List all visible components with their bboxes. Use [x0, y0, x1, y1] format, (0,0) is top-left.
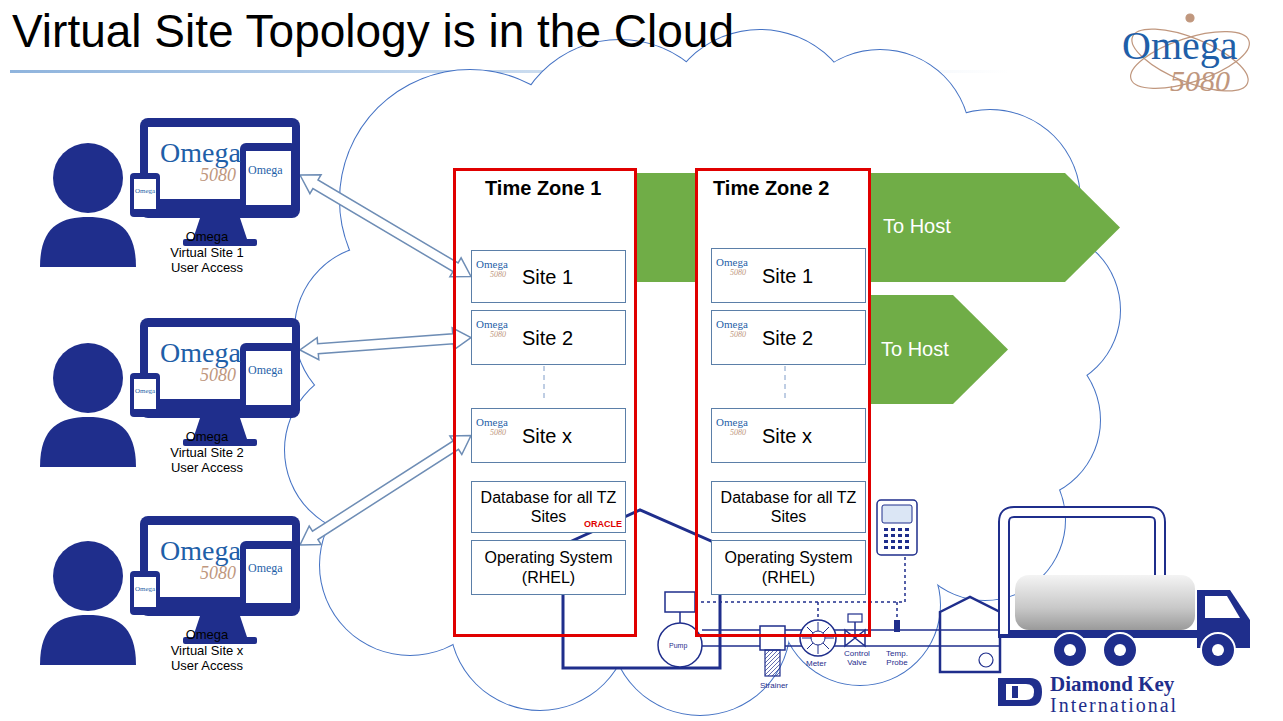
- access-arrow: [300, 328, 471, 360]
- service-text: Database for all TZ Sites: [718, 488, 859, 526]
- service-text: Operating System (RHEL): [718, 548, 859, 586]
- tablet-logo: Omega: [248, 561, 283, 576]
- time-zone-title: Time Zone 1: [485, 177, 601, 200]
- site-box: Site x Omega5080: [471, 408, 626, 463]
- arrow-text: To Host: [883, 215, 951, 238]
- site-logo: Omega: [476, 318, 508, 330]
- site-logo: Omega: [716, 256, 748, 268]
- screen-logo: Omega: [160, 535, 241, 567]
- site-box: Site x Omega5080: [711, 408, 866, 463]
- part-name: Pump: [669, 642, 687, 649]
- user-access-group: Omega Virtual Site x User AccessOmega508…: [35, 513, 300, 681]
- service-box: Operating System (RHEL): [711, 540, 866, 595]
- site-name: Site x: [522, 424, 572, 448]
- time-zone-box: Time Zone 2Site 1Omega5080Site 2Omega508…: [695, 168, 871, 637]
- site-box: Site 2 Omega5080: [471, 310, 626, 365]
- service-box: Database for all TZ Sites: [711, 481, 866, 533]
- site-logo-number: 5080: [490, 330, 506, 339]
- user-caption: Omega Virtual Site 1 User Access: [167, 229, 247, 276]
- site-name: Site 1: [762, 264, 813, 288]
- site-logo-number: 5080: [490, 270, 506, 279]
- site-logo-number: 5080: [490, 428, 506, 437]
- tablet-logo: Omega: [248, 363, 283, 378]
- page-title: Virtual Site Topology is in the Cloud: [12, 8, 734, 54]
- phone-logo: Omega: [135, 187, 155, 195]
- site-name: Site 2: [522, 326, 573, 350]
- user-access-group: Omega Virtual Site 1 User AccessOmega508…: [35, 115, 300, 283]
- user-access-group: Omega Virtual Site 2 User AccessOmega508…: [35, 315, 300, 483]
- site-logo: Omega: [716, 416, 748, 428]
- site-name: Site x: [762, 424, 812, 448]
- service-text: Operating System (RHEL): [478, 548, 619, 586]
- time-zone-title: Time Zone 2: [713, 177, 829, 200]
- time-zone-box: Time Zone 1Site 1Omega5080Site 2Omega508…: [453, 168, 637, 637]
- screen-logo: Omega: [160, 137, 241, 169]
- tablet-logo: Omega: [248, 163, 283, 178]
- service-box: Operating System (RHEL): [471, 540, 626, 595]
- site-logo: Omega: [716, 318, 748, 330]
- site-box: Site 1 Omega5080: [711, 248, 866, 303]
- logo-text: Omega: [1122, 22, 1238, 69]
- screen-logo: Omega: [160, 337, 241, 369]
- site-logo-number: 5080: [730, 330, 746, 339]
- to-host-arrow: To Host: [637, 173, 1120, 282]
- site-logo: Omega: [476, 258, 508, 270]
- screen-logo-number: 5080: [200, 563, 236, 584]
- site-name: Site 2: [762, 326, 813, 350]
- screen-logo-number: 5080: [200, 165, 236, 186]
- arrow-shape: [637, 173, 1120, 282]
- service-box: Database for all TZ SitesORACLE: [471, 481, 626, 533]
- screen-logo-number: 5080: [200, 365, 236, 386]
- part-name: Control Valve: [842, 650, 872, 668]
- phone-logo: Omega: [135, 585, 155, 593]
- user-caption: Omega Virtual Site x User Access: [167, 627, 247, 674]
- part-name: Temp. Probe: [882, 650, 912, 668]
- phone-logo: Omega: [135, 387, 155, 395]
- arrow-text: To Host: [881, 338, 949, 361]
- site-logo: Omega: [476, 416, 508, 428]
- logo-number: 5080: [1170, 64, 1230, 98]
- company-name: Diamond Key: [1050, 672, 1174, 697]
- site-name: Site 1: [522, 265, 573, 289]
- access-arrow: [300, 175, 471, 277]
- site-box: Site 2 Omega5080: [711, 310, 866, 365]
- site-logo-number: 5080: [730, 428, 746, 437]
- part-name: Strainer: [760, 681, 788, 690]
- user-caption: Omega Virtual Site 2 User Access: [167, 429, 247, 476]
- part-name: Meter: [806, 659, 826, 668]
- to-host-arrow: To Host: [870, 295, 1008, 404]
- company-name: International: [1050, 694, 1178, 717]
- site-box: Site 1 Omega5080: [471, 250, 626, 303]
- site-logo-number: 5080: [730, 268, 746, 277]
- vendor-mark: ORACLE: [584, 519, 622, 529]
- access-arrow: [300, 436, 471, 546]
